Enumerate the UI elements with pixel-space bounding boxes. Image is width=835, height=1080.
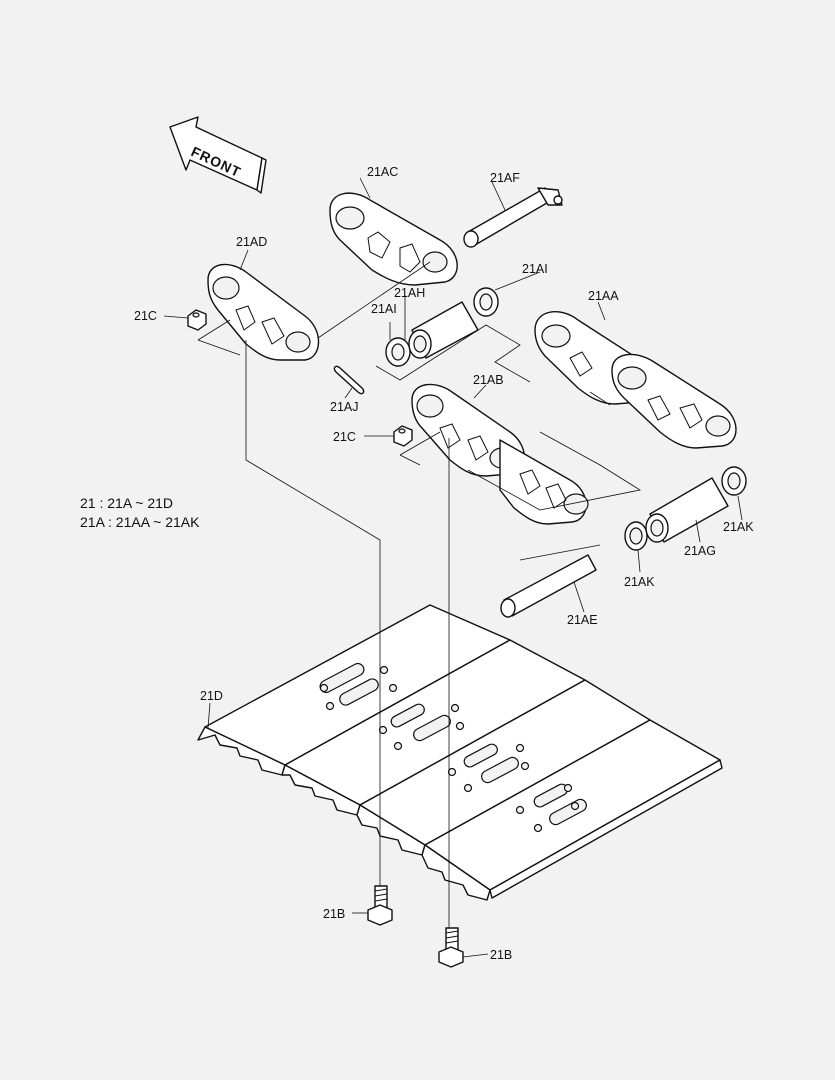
label-21aa: 21AA <box>588 289 619 303</box>
bolt-21b-right <box>438 927 464 968</box>
label-21ai-left: 21AI <box>371 302 397 316</box>
label-21b-right: 21B <box>490 948 512 962</box>
nut-21c-mid <box>393 425 413 447</box>
track-pin-21af <box>463 187 563 248</box>
bushing-21ah-with-seals <box>385 287 499 367</box>
label-21ah: 21AH <box>394 286 425 300</box>
label-21ai-top: 21AI <box>522 262 548 276</box>
label-21aj: 21AJ <box>330 400 359 414</box>
track-link-21aa <box>534 311 737 449</box>
label-21ak-left: 21AK <box>624 575 655 589</box>
label-21b-left: 21B <box>323 907 345 921</box>
track-link-21ad <box>207 263 320 361</box>
label-21ag: 21AG <box>684 544 716 558</box>
label-21c-top: 21C <box>134 309 157 323</box>
nut-21c-top <box>187 309 207 331</box>
track-link-21ac <box>329 192 458 286</box>
label-21ac: 21AC <box>367 165 398 179</box>
label-21c-mid: 21C <box>333 430 356 444</box>
label-21ad: 21AD <box>236 235 267 249</box>
part-labels: 21AC 21AF 21AD 21AI 21AH 21AA 21AI 21C 2… <box>134 165 754 962</box>
front-arrow: FRONT <box>169 116 267 194</box>
track-pin-21ae <box>500 554 597 618</box>
legend-line-2: 21A : 21AA ~ 21AK <box>80 514 200 530</box>
label-21ae: 21AE <box>567 613 598 627</box>
track-shoe-plates <box>197 604 723 901</box>
label-21ak-right: 21AK <box>723 520 754 534</box>
label-21af: 21AF <box>490 171 520 185</box>
cotter-pin-21aj <box>333 365 365 395</box>
assembly-legend: 21 : 21A ~ 21D 21A : 21AA ~ 21AK <box>80 495 200 530</box>
track-link-21ab <box>411 383 589 525</box>
bolt-21b-left <box>367 885 393 926</box>
label-21ab: 21AB <box>473 373 504 387</box>
legend-line-1: 21 : 21A ~ 21D <box>80 495 173 511</box>
bushing-21ag-with-seals <box>624 466 747 551</box>
label-21d: 21D <box>200 689 223 703</box>
leader-lines <box>163 177 743 958</box>
